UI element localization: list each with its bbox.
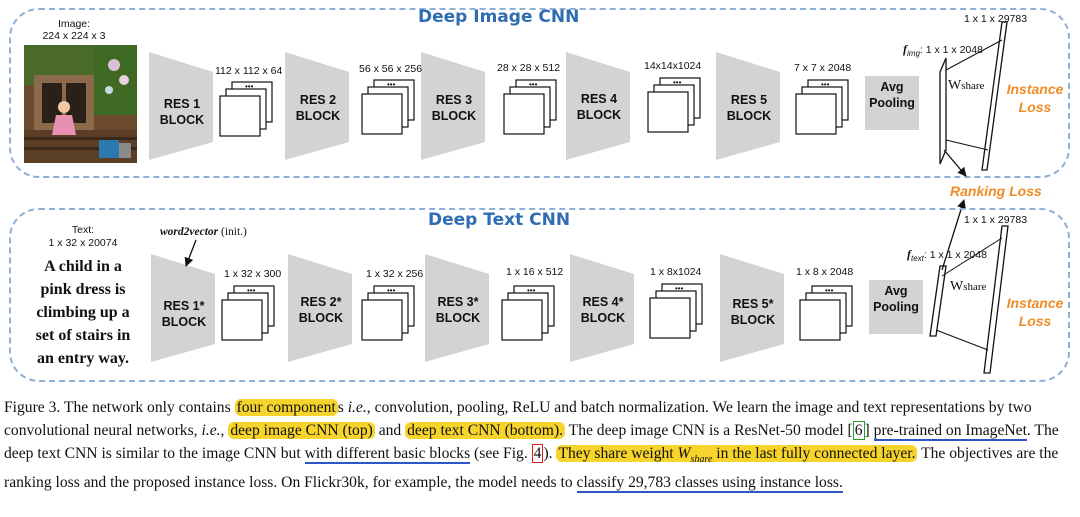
text-feature-label: ftext: 1 x 1 x 2048	[907, 247, 987, 264]
feature-stack-top-4	[647, 77, 701, 133]
stack-dots-top-4: •••	[673, 78, 682, 87]
dim-bottom-2: 1 x 32 x 256	[366, 268, 424, 280]
res5s-block-shape	[720, 254, 784, 362]
dim-top-3: 28 x 28 x 512	[497, 62, 561, 74]
fc-output-bar-top	[981, 21, 1008, 171]
res4s-block-label: RES 4*BLOCK	[580, 295, 626, 325]
fc-feature-bar-top	[939, 57, 947, 165]
dim-top-4: 14x14x1024	[644, 60, 702, 72]
stack-dots-top-3: •••	[529, 80, 538, 89]
fc-output-bar-bottom	[983, 225, 1009, 374]
fc-weight-line-bottom-2	[935, 329, 989, 351]
image-cnn-panel	[9, 8, 1070, 178]
wshare-label-top: Wshare	[948, 78, 985, 93]
image-cnn-title: Deep Image CNN	[418, 7, 580, 27]
feature-stack-top-1	[219, 81, 273, 137]
res3s-block-shape	[425, 254, 489, 362]
wshare-label-bottom: Wshare	[950, 279, 987, 294]
dim-bottom-5: 1 x 8 x 2048	[796, 266, 854, 278]
input-photo	[24, 45, 137, 163]
highlight-share-weight: They share weight Wshare in the last ful…	[556, 445, 918, 466]
text-cnn-panel	[9, 208, 1070, 382]
ranking-loss-label: Ranking Loss	[950, 183, 1042, 199]
res2-block-shape	[285, 52, 349, 160]
stack-dots-bottom-3: •••	[527, 286, 536, 295]
feature-stack-top-2	[361, 79, 415, 135]
dim-top-5: 7 x 7 x 2048	[794, 62, 852, 74]
input-sentence: A child in a pink dress is climbing up a…	[35, 258, 131, 367]
stack-dots-top-1: •••	[245, 82, 254, 91]
underline-different-blocks: with different basic blocks	[304, 445, 471, 464]
feature-stack-bottom-1	[221, 285, 275, 341]
feature-stack-bottom-2	[361, 285, 415, 341]
image-input-label-line1: Image:	[57, 18, 91, 30]
underline-pretrained: pre-trained on ImageNet	[873, 422, 1027, 441]
highlight-deep-text-cnn: deep text CNN (bottom).	[405, 422, 566, 439]
res4-block-shape	[566, 52, 630, 160]
underline-classify: classify 29,783 classes using instance l…	[576, 474, 843, 494]
text-input-label: Text: 1 x 32 x 20074	[28, 224, 138, 250]
res5s-block-label: RES 5*BLOCK	[730, 297, 776, 327]
top-output-dim: 1 x 1 x 29783	[964, 13, 1028, 25]
stack-dots-top-5: •••	[821, 80, 830, 89]
ranking-arrow-bottom	[941, 199, 966, 271]
text-input-label-line2: 1 x 32 x 20074	[48, 237, 118, 249]
stack-dots-top-2: •••	[387, 80, 396, 89]
stack-dots-bottom-1: •••	[247, 286, 256, 295]
figure-link-4[interactable]: 4	[531, 444, 544, 463]
word2vector-arrow	[184, 239, 197, 267]
feature-stack-bottom-3	[501, 285, 555, 341]
feature-stack-bottom-4	[649, 283, 703, 339]
fc-weight-line-top-2	[945, 139, 989, 151]
stack-dots-bottom-4: •••	[675, 284, 684, 293]
res3s-block-label: RES 3*BLOCK	[435, 295, 481, 325]
image-feature-label: fimg: 1 x 1 x 2048	[903, 42, 983, 59]
res1s-block-label: RES 1*BLOCK	[161, 299, 207, 329]
text-input-label-line1: Text:	[71, 224, 95, 236]
figure-caption: Figure 3. The network only contains four…	[4, 399, 1059, 494]
feature-stack-bottom-5	[799, 285, 853, 341]
dim-bottom-1: 1 x 32 x 300	[224, 268, 282, 280]
dim-top-1: 112 x 112 x 64	[215, 65, 283, 77]
ranking-arrow-top	[943, 149, 967, 177]
res5-block-shape	[716, 52, 780, 160]
highlight-deep-image-cnn: deep image CNN (top)	[228, 422, 375, 439]
res1-block-shape	[149, 52, 213, 160]
res1s-block-shape	[151, 254, 215, 362]
res2s-block-shape	[288, 254, 352, 362]
stack-dots-bottom-2: •••	[387, 286, 396, 295]
dim-top-2: 56 x 56 x 256	[359, 63, 423, 75]
image-input-label: Image: 224 x 224 x 3	[24, 18, 124, 42]
feature-stack-top-5	[795, 79, 849, 135]
res4s-block-shape	[570, 254, 634, 362]
fc-feature-bar-bottom	[929, 265, 947, 337]
text-cnn-title: Deep Text CNN	[428, 210, 571, 230]
bottom-output-dim: 1 x 1 x 29783	[964, 214, 1028, 226]
stack-dots-bottom-5: •••	[825, 286, 834, 295]
input-photo-image	[24, 45, 137, 163]
image-input-label-line2: 224 x 224 x 3	[42, 30, 106, 42]
res2s-block-label: RES 2*BLOCK	[298, 295, 344, 325]
res3-block-shape	[421, 52, 485, 160]
feature-stack-top-3	[503, 79, 557, 135]
fc-weight-line-top-1	[945, 39, 1003, 71]
highlight-four-components: four component	[234, 399, 338, 416]
citation-link-6[interactable]: 6	[852, 421, 865, 440]
word2vector-label: word2vector (init.)	[160, 226, 247, 238]
dim-bottom-3: 1 x 16 x 512	[506, 266, 564, 278]
dim-bottom-4: 1 x 8x1024	[650, 266, 702, 278]
fc-weight-line-bottom-1	[941, 237, 1003, 277]
